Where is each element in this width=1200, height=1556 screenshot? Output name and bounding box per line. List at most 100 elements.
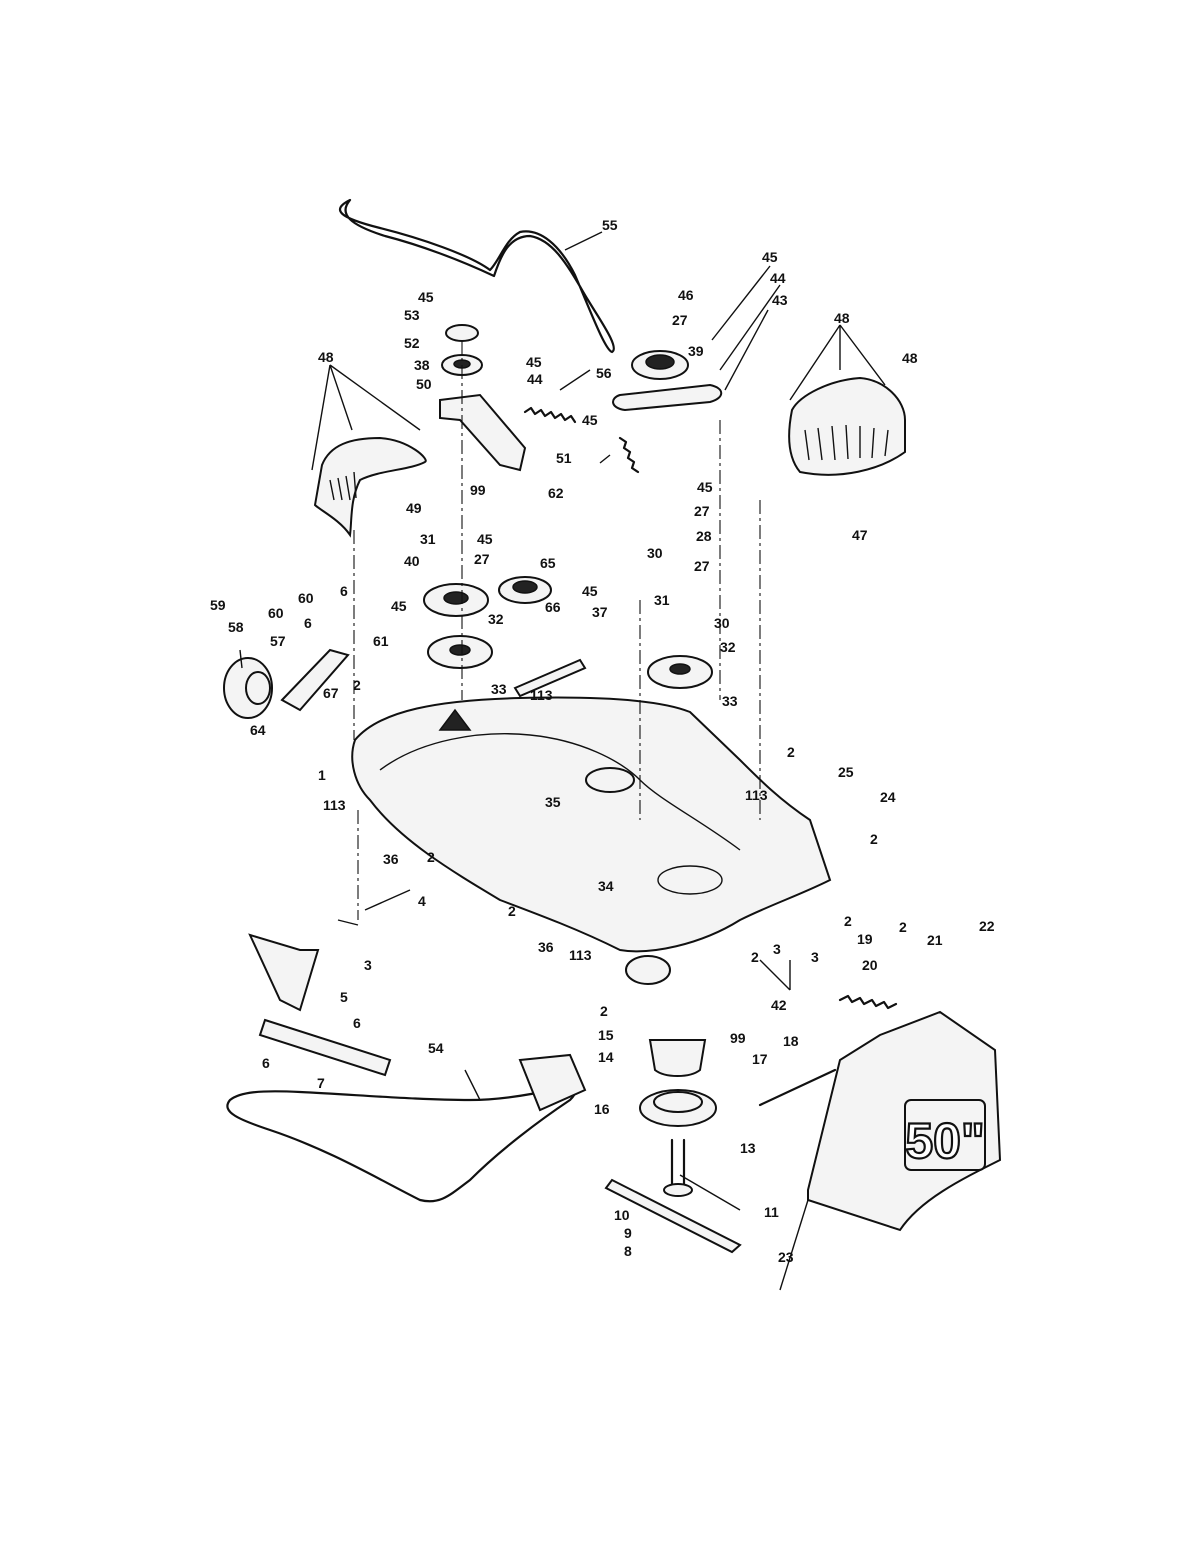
callout-59: 59 xyxy=(210,597,226,613)
gauge-wheel-58 xyxy=(223,657,273,719)
callout-2i: 2 xyxy=(600,1003,608,1019)
callout-99: 99 xyxy=(470,482,486,498)
callout-28: 28 xyxy=(696,528,712,544)
callout-23: 23 xyxy=(778,1249,794,1265)
callout-54: 54 xyxy=(428,1040,444,1056)
spacer-16 xyxy=(639,1089,717,1127)
belt-cover-47 xyxy=(788,376,906,476)
callout-2f: 2 xyxy=(751,949,759,965)
callout-20: 20 xyxy=(862,957,878,973)
callout-65: 65 xyxy=(540,555,556,571)
callout-34: 34 xyxy=(598,878,614,894)
callout-32: 32 xyxy=(488,611,504,627)
callout-8: 8 xyxy=(624,1243,632,1259)
callout-113b: 113 xyxy=(323,797,346,813)
callout-27: 27 xyxy=(672,312,688,328)
callout-33: 33 xyxy=(491,681,507,697)
callout-6d: 6 xyxy=(262,1055,270,1071)
callout-2h: 2 xyxy=(899,919,907,935)
rod-17 xyxy=(758,1068,837,1107)
callout-45g: 45 xyxy=(582,583,598,599)
callout-1: 1 xyxy=(318,767,326,783)
callout-31b: 31 xyxy=(654,592,670,608)
callout-2e: 2 xyxy=(508,903,516,919)
callout-67: 67 xyxy=(323,685,339,701)
callout-2c: 2 xyxy=(870,831,878,847)
callout-61: 61 xyxy=(373,633,389,649)
callout-40: 40 xyxy=(404,553,420,569)
callout-52: 52 xyxy=(404,335,420,351)
bracket-37 xyxy=(513,658,587,698)
blade-11 xyxy=(604,1178,742,1254)
callout-45b: 45 xyxy=(418,289,434,305)
discharge-chute-23: 50" xyxy=(807,1010,1002,1232)
callout-27d: 27 xyxy=(474,551,490,567)
pulley-39 xyxy=(631,350,689,380)
callout-48: 48 xyxy=(834,310,850,326)
callout-45c: 45 xyxy=(526,354,542,370)
callout-4: 4 xyxy=(418,893,426,909)
callout-60: 60 xyxy=(298,590,314,606)
leader-lines xyxy=(239,231,886,1291)
callout-45d: 45 xyxy=(582,412,598,428)
callout-47: 47 xyxy=(852,527,868,543)
callout-58: 58 xyxy=(228,619,244,635)
callout-44: 44 xyxy=(770,270,786,286)
callout-49: 49 xyxy=(406,500,422,516)
callout-39: 39 xyxy=(688,343,704,359)
callout-30b: 30 xyxy=(714,615,730,631)
callout-45f: 45 xyxy=(477,531,493,547)
callout-113: 113 xyxy=(530,687,553,703)
callout-60b: 60 xyxy=(268,605,284,621)
callout-38: 38 xyxy=(414,357,430,373)
callout-36: 36 xyxy=(383,851,399,867)
callout-50: 50 xyxy=(416,376,432,392)
callout-55: 55 xyxy=(602,217,618,233)
callout-45e: 45 xyxy=(697,479,713,495)
belt-cover-49 xyxy=(313,436,427,538)
callout-33b: 33 xyxy=(722,693,738,709)
callout-labels: 55 45 46 27 39 44 43 45 48 48 53 52 38 5… xyxy=(210,217,995,1265)
pulley-65 xyxy=(498,576,552,604)
callout-46: 46 xyxy=(678,287,694,303)
callout-19: 19 xyxy=(857,931,873,947)
callout-2g: 2 xyxy=(844,913,852,929)
callout-42: 42 xyxy=(771,997,787,1013)
callout-48c: 48 xyxy=(318,349,334,365)
callout-66: 66 xyxy=(545,599,561,615)
callout-37: 37 xyxy=(592,604,608,620)
callout-11: 11 xyxy=(764,1204,779,1220)
callout-53: 53 xyxy=(404,307,420,323)
callout-27c: 27 xyxy=(694,558,710,574)
callout-35: 35 xyxy=(545,794,561,810)
callout-113d: 113 xyxy=(569,947,592,963)
pulley-40 xyxy=(423,583,489,617)
callout-57: 57 xyxy=(270,633,286,649)
callout-64: 64 xyxy=(250,722,266,738)
pulley-32-left xyxy=(427,635,493,669)
callout-22: 22 xyxy=(979,918,995,934)
shaft-13 xyxy=(663,1138,693,1197)
link-7 xyxy=(258,1018,392,1077)
spring-20 xyxy=(838,994,898,1010)
belt-55 xyxy=(338,198,615,354)
callout-15: 15 xyxy=(598,1027,614,1043)
callout-2d: 2 xyxy=(427,849,435,865)
belt-54 xyxy=(226,1086,577,1203)
callout-14: 14 xyxy=(598,1049,614,1065)
callout-51: 51 xyxy=(556,450,572,466)
callout-56: 56 xyxy=(596,365,612,381)
pulley-53 xyxy=(445,324,479,342)
callout-6c: 6 xyxy=(353,1015,361,1031)
callout-13: 13 xyxy=(740,1140,756,1156)
bracket-50 xyxy=(439,393,527,472)
callout-24: 24 xyxy=(880,789,896,805)
spring-56 xyxy=(523,406,577,424)
callout-36b: 36 xyxy=(538,939,554,955)
callout-6b: 6 xyxy=(304,615,312,631)
callout-99b: 99 xyxy=(730,1030,746,1046)
callout-2: 2 xyxy=(353,677,361,693)
callout-2b: 2 xyxy=(787,744,795,760)
callout-44b: 44 xyxy=(527,371,543,387)
